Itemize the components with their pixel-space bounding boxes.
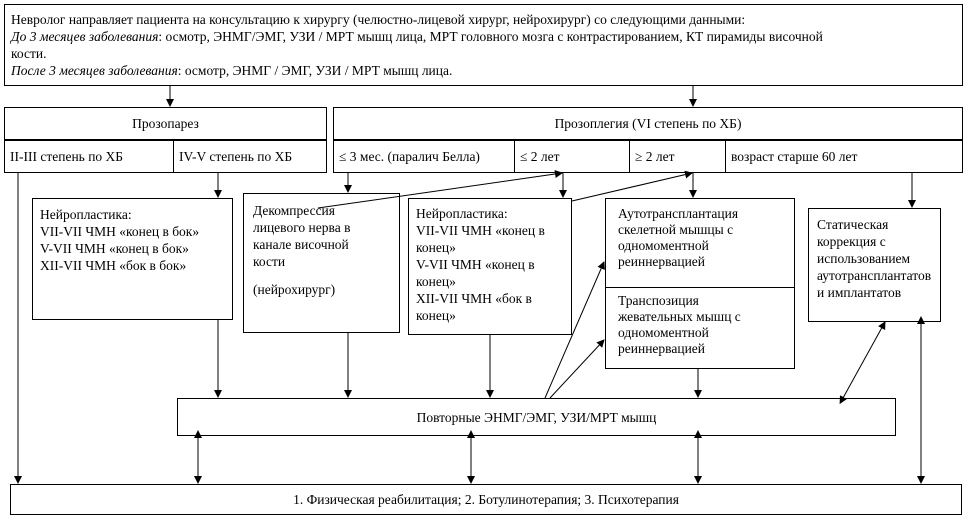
grade-2-3-label: II-III степень по ХБ (10, 149, 124, 164)
intro-before-text-2: кости. (11, 46, 47, 61)
age-over-60-cell: возраст старше 60 лет (726, 141, 962, 172)
transposition-section: Транспозиция жевательных мышц с одномоме… (606, 288, 794, 368)
intro-line: Невролог направляет пациента на консульт… (11, 12, 746, 27)
column-divider-2 (629, 141, 630, 172)
autotransplant-line-2: скелетной мышцы с (618, 222, 734, 237)
muscle-procedures-box: Аутотрансплантация скелетной мышцы с одн… (605, 198, 795, 369)
static-line-4: аутотрансплантатов (817, 268, 932, 283)
arrow-repeat-to-transposition (549, 339, 605, 399)
bell-palsy-label: ≤ 3 мес. (паралич Белла) (339, 149, 480, 164)
neuroplasty-end-to-side-box: Нейропластика: VII-VII ЧМН «конец в бок»… (32, 198, 233, 320)
neuroplasty-1-title: Нейропластика: (40, 207, 132, 222)
decompression-note: (нейрохирург) (253, 282, 336, 297)
intro-after-label: После 3 месяцев заболевания (11, 63, 178, 78)
age-over-60-label: возраст старше 60 лет (731, 149, 858, 164)
neuroplasty-2-line-5: XII-VII ЧМН «бок в (416, 291, 532, 306)
prosoparez-title-box: Прозопарез (4, 107, 327, 140)
under-2-years-cell: ≤ 2 лет (515, 141, 629, 172)
intro-after-line: После 3 месяцев заболевания: осмотр, ЭНМ… (11, 62, 962, 79)
neuroplasty-2-line-1: VII-VII ЧМН «конец в (416, 223, 545, 238)
decompression-line-2: лицевого нерва в (253, 220, 351, 235)
prosoparez-grades-row: II-III степень по ХБ IV-V степень по ХБ (4, 140, 327, 173)
grade-4-5-label: IV-V степень по ХБ (179, 149, 293, 164)
final-therapy-label: 1. Физическая реабилитация; 2. Ботулинот… (293, 492, 679, 507)
transposition-line-2: жевательных мышц с (618, 309, 741, 324)
intro-before-line: До 3 месяцев заболевания: осмотр, ЭНМГ/Э… (11, 28, 962, 45)
intro-box: Невролог направляет пациента на консульт… (4, 4, 963, 86)
intro-after-text: : осмотр, ЭНМГ / ЭМГ, УЗИ / МРТ мышц лиц… (177, 63, 453, 78)
autotransplant-line-4: реиннервацией (618, 254, 706, 269)
final-therapy-box: 1. Физическая реабилитация; 2. Ботулинот… (10, 484, 962, 515)
grade-divider (173, 141, 174, 172)
autotransplant-line-1: Аутотрансплантация (618, 206, 739, 221)
repeat-tests-label: Повторные ЭНМГ/ЭМГ, УЗИ/МРТ мышц (416, 409, 657, 425)
neuroplasty-1-line-3: XII-VII ЧМН «бок в бок» (40, 258, 187, 273)
neuroplasty-2-line-4: конец» (416, 274, 456, 289)
prosoplegia-title: Прозоплегия (VI степень по ХБ) (554, 116, 742, 131)
muscle-procedures-divider (606, 287, 794, 288)
neuroplasty-2-line-2: конец» (416, 240, 456, 255)
autotransplant-line-3: одномоментной (618, 238, 709, 253)
over-2-years-cell: ≥ 2 лет (630, 141, 725, 172)
decompression-box: Декомпрессия лицевого нерва в канале вис… (243, 193, 400, 333)
neuroplasty-1-line-1: VII-VII ЧМН «конец в бок» (40, 224, 200, 239)
intro-before-text: : осмотр, ЭНМГ/ЭМГ, УЗИ / МРТ мышц лица,… (158, 29, 823, 44)
static-line-5: и имплантатов (817, 285, 902, 300)
static-line-1: Статическая (817, 217, 889, 232)
decompression-line-3: канале височной (253, 237, 349, 252)
prosoparez-title: Прозопарез (132, 116, 199, 131)
over-2-years-label: ≥ 2 лет (635, 149, 675, 164)
grade-4-5-cell: IV-V степень по ХБ (174, 141, 326, 172)
intro-before-label: До 3 месяцев заболевания (11, 29, 159, 44)
under-2-years-label: ≤ 2 лет (520, 149, 560, 164)
transposition-line-1: Транспозиция (618, 293, 699, 308)
prosoplegia-columns-row: ≤ 3 мес. (паралич Белла) ≤ 2 лет ≥ 2 лет… (333, 140, 963, 173)
transposition-line-3: одномоментной (618, 325, 709, 340)
transposition-line-4: реиннервацией (618, 341, 706, 356)
arrow-neuroplasty-2-to-over-2 (571, 170, 693, 202)
autotransplant-section: Аутотрансплантация скелетной мышцы с одн… (606, 199, 794, 287)
bell-palsy-cell: ≤ 3 мес. (паралич Белла) (334, 141, 514, 172)
neuroplasty-2-line-6: конец» (416, 308, 456, 323)
neuroplasty-end-to-end-box: Нейропластика: VII-VII ЧМН «конец в коне… (408, 198, 572, 335)
neuroplasty-2-line-3: V-VII ЧМН «конец в (416, 257, 535, 272)
neuroplasty-2-title: Нейропластика: (416, 206, 508, 221)
prosoplegia-title-box: Прозоплегия (VI степень по ХБ) (333, 107, 963, 140)
static-line-2: коррекция с (817, 234, 886, 249)
decompression-line-1: Декомпрессия (253, 203, 335, 218)
neuroplasty-1-line-2: V-VII ЧМН «конец в бок» (40, 241, 189, 256)
column-divider-1 (514, 141, 515, 172)
repeat-tests-box: Повторные ЭНМГ/ЭМГ, УЗИ/МРТ мышц (177, 398, 896, 436)
static-line-3: использованием (817, 251, 911, 266)
decompression-line-4: кости (253, 254, 286, 269)
arrow-static-repeat-bidirectional (839, 321, 886, 405)
column-divider-3 (725, 141, 726, 172)
grade-2-3-cell: II-III степень по ХБ (5, 141, 173, 172)
static-correction-box: Статическая коррекция с использованием а… (808, 208, 941, 322)
